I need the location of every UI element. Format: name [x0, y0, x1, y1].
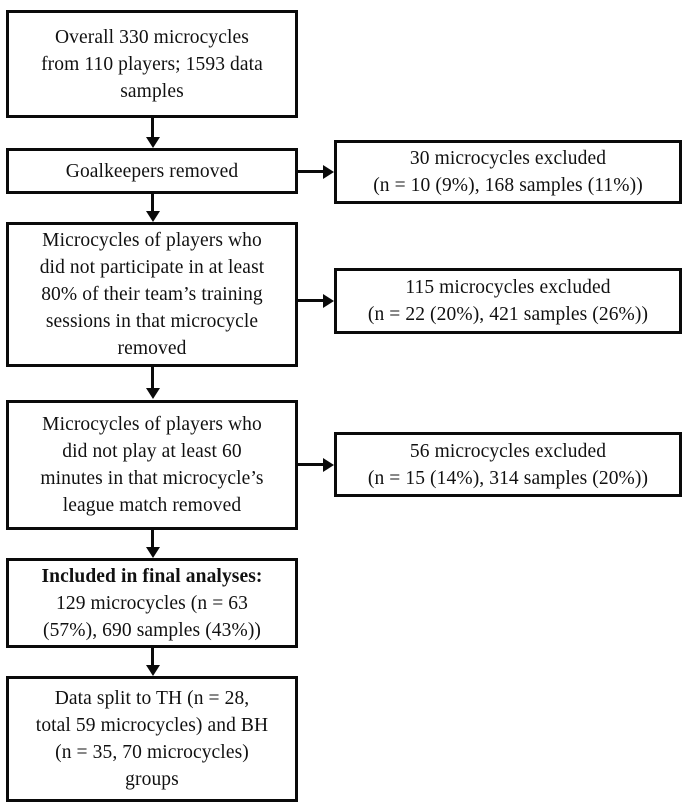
- flow-node-included-final: Included in final analyses: 129 microcyc…: [6, 558, 298, 648]
- arrow-head-right-icon: [323, 293, 334, 308]
- arrow-head-down-icon: [145, 137, 160, 148]
- arrow-stem: [151, 367, 154, 390]
- flow-node-minutes-removed-text: Microcycles of players who did not play …: [15, 411, 289, 519]
- arrow-training-to-excluded: [298, 293, 336, 315]
- arrow-head-down-icon: [145, 665, 160, 676]
- flow-node-line: 80% of their team’s training: [41, 284, 263, 305]
- arrow-head-down-icon: [145, 211, 160, 222]
- arrow-minutes-to-included: [145, 530, 167, 558]
- flow-node-line: Microcycles of players who: [42, 230, 262, 251]
- flow-node-line: Overall 330 microcycles: [55, 26, 249, 48]
- flow-node-line: (n = 10 (9%), 168 samples (11%)): [373, 175, 643, 196]
- arrow-stem: [151, 194, 154, 213]
- flow-node-line: (n = 35, 70 microcycles): [55, 742, 249, 763]
- flow-node-training-removed: Microcycles of players who did not parti…: [6, 222, 298, 367]
- flow-node-minutes-removed: Microcycles of players who did not play …: [6, 400, 298, 530]
- arrow-stem: [151, 648, 154, 667]
- flow-node-line: Data split to TH (n = 28,: [54, 688, 250, 709]
- flow-node-training-removed-text: Microcycles of players who did not parti…: [15, 227, 289, 362]
- arrow-stem: [298, 463, 326, 466]
- arrow-minutes-to-excluded: [298, 457, 336, 479]
- flow-node-excluded-goalkeepers: 30 microcycles excluded (n = 10 (9%), 16…: [334, 140, 682, 204]
- flow-node-line: 129 microcycles (n = 63: [56, 592, 248, 614]
- flow-node-line: Microcycles of players who: [42, 414, 262, 435]
- flow-node-line: Included in final analyses:: [41, 565, 263, 587]
- flow-node-excluded-goalkeepers-text: 30 microcycles excluded (n = 10 (9%), 16…: [343, 145, 673, 199]
- flow-node-overall-text: Overall 330 microcycles from 110 players…: [15, 24, 289, 105]
- arrow-overall-to-goalkeepers: [145, 118, 167, 148]
- flow-node-line: (n = 22 (20%), 421 samples (26%)): [367, 304, 649, 325]
- flow-node-line: sessions in that microcycle: [45, 311, 259, 332]
- flow-node-line: 30 microcycles excluded: [409, 148, 607, 169]
- arrow-goalkeepers-to-excluded: [298, 164, 336, 186]
- arrow-head-down-icon: [145, 388, 160, 399]
- arrow-head-right-icon: [323, 457, 334, 472]
- arrow-included-to-data-split: [145, 648, 167, 676]
- arrow-stem: [151, 118, 154, 139]
- flow-node-line: from 110 players; 1593 data: [41, 53, 263, 75]
- flow-node-line: (57%), 690 samples (43%)): [42, 619, 262, 641]
- flow-node-excluded-training: 115 microcycles excluded (n = 22 (20%), …: [334, 268, 682, 334]
- flow-node-goalkeepers-removed: Goalkeepers removed: [6, 148, 298, 194]
- flow-node-line: removed: [117, 338, 187, 359]
- flow-node-excluded-minutes: 56 microcycles excluded (n = 15 (14%), 3…: [334, 432, 682, 497]
- arrow-head-right-icon: [323, 164, 334, 179]
- flow-node-line: did not participate in at least: [39, 257, 265, 278]
- flow-node-line: samples: [120, 80, 184, 102]
- flow-node-line: (n = 15 (14%), 314 samples (20%)): [367, 467, 649, 489]
- flow-node-line: minutes in that microcycle’s: [40, 468, 264, 489]
- flow-node-line: league match removed: [62, 495, 242, 516]
- flow-node-overall: Overall 330 microcycles from 110 players…: [6, 10, 298, 118]
- arrow-goalkeepers-to-training: [145, 194, 167, 222]
- arrow-stem: [298, 299, 326, 302]
- flow-node-data-split-text: Data split to TH (n = 28, total 59 micro…: [15, 685, 289, 793]
- flow-node-line: Goalkeepers removed: [65, 160, 239, 182]
- flow-node-line: 56 microcycles excluded: [409, 440, 607, 462]
- arrow-stem: [298, 170, 326, 173]
- flow-node-goalkeepers-removed-text: Goalkeepers removed: [15, 158, 289, 185]
- flow-node-line: did not play at least 60: [62, 441, 242, 462]
- flow-node-included-final-text: Included in final analyses: 129 microcyc…: [15, 563, 289, 644]
- flow-node-line: 115 microcycles excluded: [405, 277, 611, 298]
- arrow-stem: [151, 530, 154, 549]
- arrow-training-to-minutes: [145, 367, 167, 400]
- flow-node-excluded-training-text: 115 microcycles excluded (n = 22 (20%), …: [343, 274, 673, 328]
- flow-node-line: groups: [125, 769, 179, 790]
- flow-node-excluded-minutes-text: 56 microcycles excluded (n = 15 (14%), 3…: [343, 438, 673, 492]
- flow-node-data-split: Data split to TH (n = 28, total 59 micro…: [6, 676, 298, 802]
- arrow-head-down-icon: [145, 547, 160, 558]
- flow-node-line: total 59 microcycles) and BH: [35, 715, 269, 736]
